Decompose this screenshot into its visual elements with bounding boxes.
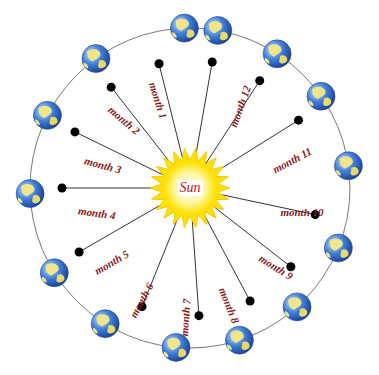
orbit-dot xyxy=(294,116,303,125)
month-label: month 8 xyxy=(217,286,241,325)
sun-label: Sun xyxy=(178,180,203,196)
earth-globe xyxy=(225,326,253,354)
sun-node: Sun xyxy=(178,180,203,196)
month-label: month 1 xyxy=(147,80,169,119)
orbit-dot xyxy=(155,59,164,68)
orbit-dot xyxy=(255,76,264,85)
orbit-dot xyxy=(246,297,255,306)
orbit-dot xyxy=(194,311,203,320)
orbit-dot xyxy=(75,248,84,257)
earth-globe xyxy=(170,14,198,42)
earth-globe xyxy=(307,82,335,110)
earth-globe xyxy=(334,152,362,180)
earth-globe xyxy=(82,45,110,73)
orbit-dot xyxy=(70,127,79,136)
earth-globe xyxy=(204,16,232,44)
earth-globe xyxy=(16,180,44,208)
earth-globe xyxy=(263,40,291,68)
month-label: month 3 xyxy=(83,155,122,175)
earth-globe xyxy=(91,310,119,338)
sun-disc xyxy=(164,162,216,214)
sun-rays xyxy=(150,148,230,227)
earth-globe xyxy=(40,259,68,287)
month-label: month 7 xyxy=(179,298,193,336)
earth-globe xyxy=(162,333,190,361)
month-label: month 4 xyxy=(78,205,117,221)
earth-globe xyxy=(324,234,352,262)
orbit-dot xyxy=(58,184,67,193)
earth-globe xyxy=(283,293,311,321)
orbit-dot xyxy=(107,83,116,92)
month-label: month 10 xyxy=(280,207,323,218)
month-label: month 11 xyxy=(271,145,314,175)
month-label: month 12 xyxy=(228,84,253,128)
month-label: month 5 xyxy=(93,248,131,276)
orbit-dot xyxy=(208,57,217,66)
earth-globe xyxy=(33,101,61,129)
month-label: month 6 xyxy=(128,281,155,319)
